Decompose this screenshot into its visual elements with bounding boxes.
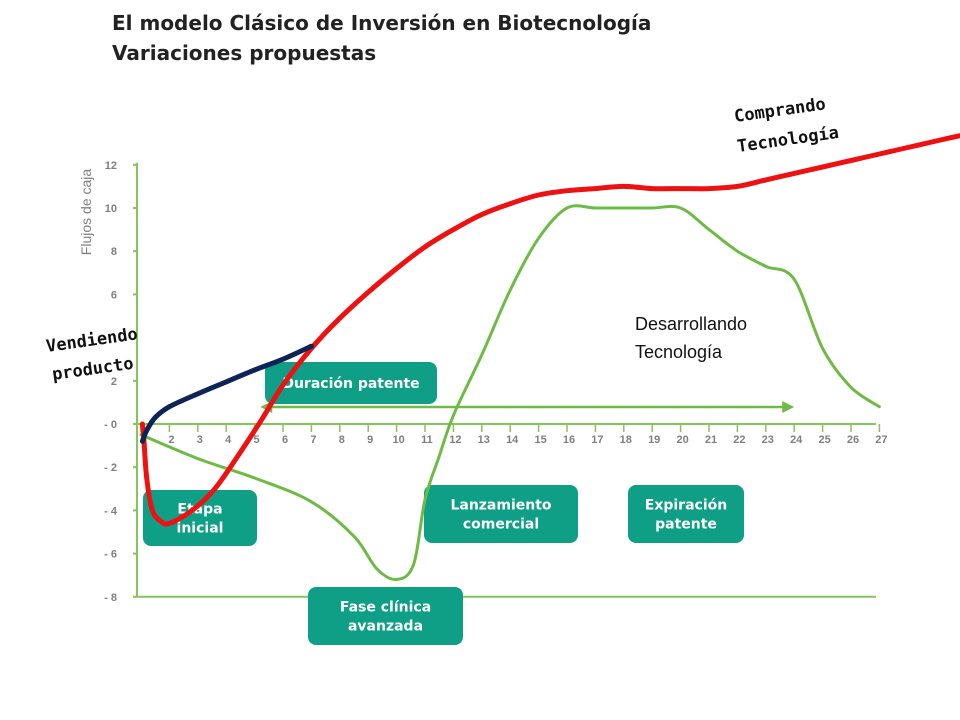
x-tick-label: 3 — [197, 434, 203, 446]
x-tick-label: 20 — [676, 434, 688, 446]
phase-box-bg — [308, 587, 463, 645]
annotation-desarrollando-line1: Desarrollando — [635, 314, 747, 334]
phase-box-expiracion: Expiración patente — [628, 485, 744, 543]
x-tick-label: 21 — [705, 434, 717, 446]
x-tick-label: 13 — [478, 434, 490, 446]
page-title: El modelo Clásico de Inversión en Biotec… — [112, 8, 651, 68]
y-tick-label: - 6 — [104, 549, 117, 561]
x-tick-label: 10 — [392, 434, 404, 446]
y-tick-label: 8 — [111, 246, 117, 258]
y-tick-label: - 2 — [104, 462, 117, 474]
title-line-1: El modelo Clásico de Inversión en Biotec… — [112, 11, 652, 35]
phase-box-label: Lanzamiento — [450, 498, 551, 514]
phase-box-duracion: Duración patente — [265, 362, 437, 404]
x-tick-label: 15 — [534, 434, 546, 446]
x-tick-label: 4 — [225, 434, 232, 446]
y-tick-label: - 0 — [104, 419, 117, 431]
x-tick-label: 24 — [790, 434, 803, 446]
x-tick-label: 22 — [733, 434, 745, 446]
y-tick-label: 2 — [111, 376, 117, 388]
x-tick-label: 12 — [449, 434, 461, 446]
phase-box-label: patente — [655, 517, 717, 533]
x-tick-label: 8 — [339, 434, 345, 446]
green-curve — [139, 204, 881, 582]
annotation-vendiendo-line1: Vendiendo — [45, 324, 139, 357]
x-tick-label: 11 — [421, 434, 433, 446]
x-tick-label: 16 — [563, 434, 575, 446]
phase-box-fase: Fase clínica avanzada — [308, 587, 463, 645]
phase-box-label: Duración patente — [282, 376, 419, 392]
x-tick-label: 23 — [762, 434, 774, 446]
phase-box-label: Fase clínica — [340, 600, 431, 616]
phase-box-lanzamiento: Lanzamiento comercial — [424, 485, 578, 543]
series-layer — [139, 133, 960, 582]
annotation-desarrollando-line2: Tecnología — [635, 342, 723, 362]
title-line-2: Variaciones propuestas — [112, 41, 377, 65]
x-tick-label: 14 — [506, 434, 519, 446]
red-curve — [139, 133, 960, 527]
x-tick-label: 18 — [620, 434, 632, 446]
phase-box-label: inicial — [177, 521, 224, 537]
phase-box-label: avanzada — [348, 619, 423, 635]
phase-box-label: Expiración — [645, 498, 727, 514]
y-tick-label: 12 — [105, 160, 117, 172]
phase-box-bg — [143, 490, 257, 546]
x-tick-label: 19 — [648, 434, 660, 446]
x-tick-label: 9 — [367, 434, 373, 446]
y-tick-label: 10 — [105, 203, 117, 215]
y-tick-label: 6 — [111, 289, 117, 301]
x-tick-label: 6 — [282, 434, 288, 446]
x-tick-label: 26 — [847, 434, 859, 446]
phase-box-bg — [628, 485, 744, 543]
y-tick-label: - 8 — [104, 592, 117, 604]
x-tick-label: 17 — [591, 434, 603, 446]
x-tick-label: 2 — [168, 434, 174, 446]
x-tick-label: 25 — [818, 434, 830, 446]
x-tick-label: 5 — [254, 434, 260, 446]
phase-box-label: comercial — [463, 517, 539, 533]
annotation-comprando-line1: Comprando — [733, 94, 827, 127]
x-tick-label: 7 — [310, 434, 316, 446]
y-tick-label: - 4 — [104, 505, 118, 517]
phase-box-bg — [424, 485, 578, 543]
navy-curve — [139, 343, 314, 444]
arrow-head-right — [782, 401, 795, 413]
annotation-vendiendo-line2: producto — [51, 354, 135, 385]
phase-box-bg — [265, 362, 437, 404]
y-axis-label: Flujos de caja — [78, 169, 94, 256]
annotation-comprando-line2: Tecnología — [736, 123, 840, 157]
x-tick-label: 27 — [875, 434, 887, 446]
